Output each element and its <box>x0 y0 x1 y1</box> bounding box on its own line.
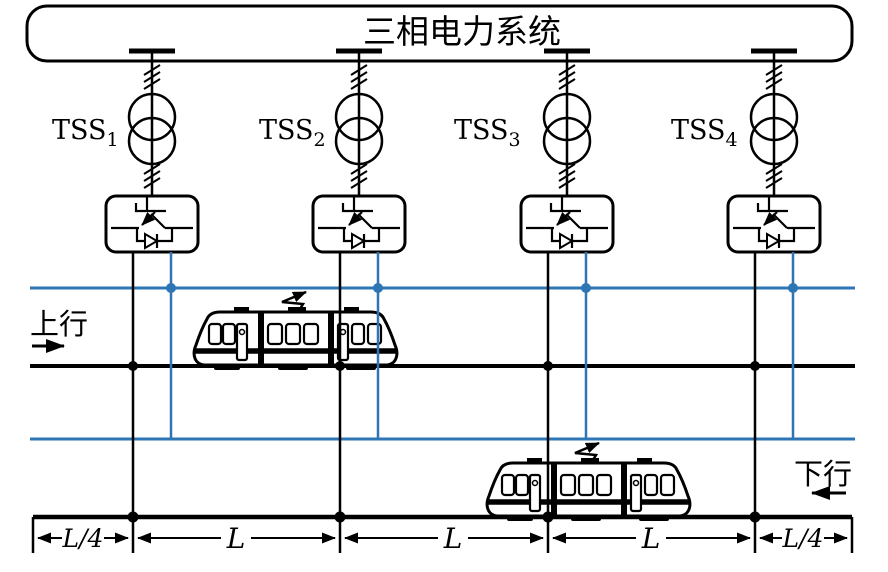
substation-3-label: TSS3 <box>454 115 521 151</box>
substation-2-label: TSS2 <box>259 115 326 151</box>
substation-4-label: TSS4 <box>671 115 738 151</box>
power-system-title: 三相电力系统 <box>363 12 561 51</box>
down-direction-label: 下行 <box>794 457 852 491</box>
dimension-label-3: L <box>443 522 463 555</box>
dimension-label-4: L <box>641 522 661 555</box>
substation-2 <box>313 49 405 554</box>
dimension-label-2: L <box>226 522 246 555</box>
substation-1-label: TSS1 <box>52 115 119 151</box>
dimension-label-5: L/4 <box>782 524 824 553</box>
up-track-train <box>194 292 397 370</box>
up-direction-label: 上行 <box>30 307 88 341</box>
substation-1 <box>106 49 198 554</box>
power-system-boundary <box>25 4 854 63</box>
dimension-label-1: L/4 <box>62 524 104 553</box>
down-track-train <box>487 443 690 521</box>
